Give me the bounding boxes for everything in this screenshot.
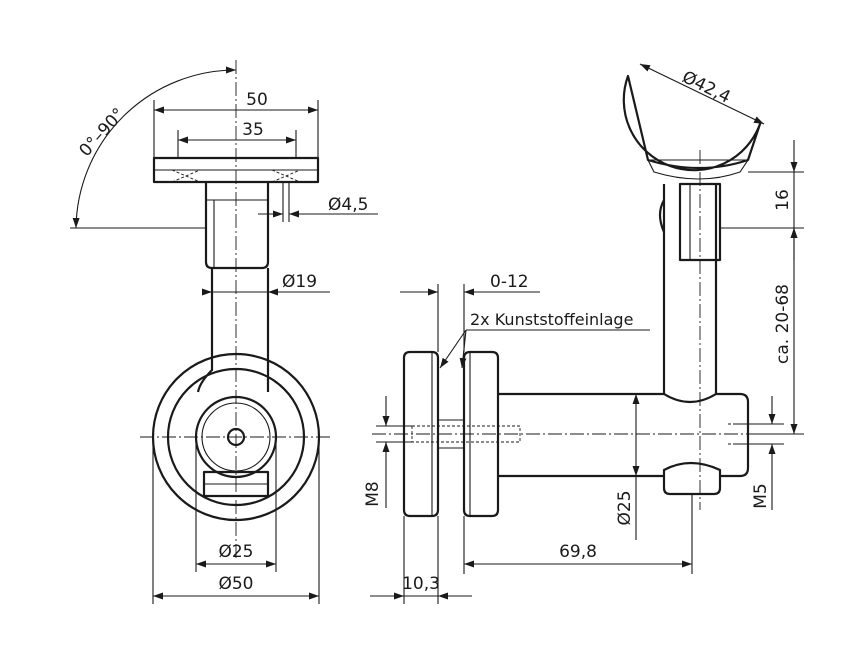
hole-diameter-label: Ø4,5	[328, 195, 368, 215]
front-view: 0°–90° 50 35 Ø4,5 Ø19 Ø25 Ø50	[70, 60, 378, 604]
arm-diameter-label: Ø19	[282, 272, 317, 292]
angle-label: 0°–90°	[75, 104, 129, 160]
disc-outer-diameter-label: Ø50	[218, 574, 253, 594]
glass-gap-label: 0-12	[490, 272, 529, 292]
length-label: 69,8	[559, 542, 597, 562]
arm-diameter-side-label: Ø25	[615, 490, 635, 525]
thread-m5-label: M5	[751, 483, 771, 508]
plate-width-label: 50	[246, 90, 268, 110]
insert-note-label: 2x Kunststoffeinlage	[470, 310, 633, 329]
disc-thickness-label: 10,3	[402, 574, 440, 594]
saddle-diameter-label: Ø42,4	[679, 67, 734, 107]
saddle-height-label: 16	[773, 189, 793, 211]
disc-inner-diameter-label: Ø25	[218, 542, 253, 562]
side-view: Ø42,4 0-12 2x Kunststoffeinlage M8 Ø25 6…	[363, 63, 804, 604]
thread-m8-label: M8	[363, 481, 383, 506]
hole-spacing-label: 35	[242, 120, 264, 140]
height-range-label: ca. 20-68	[773, 284, 793, 364]
